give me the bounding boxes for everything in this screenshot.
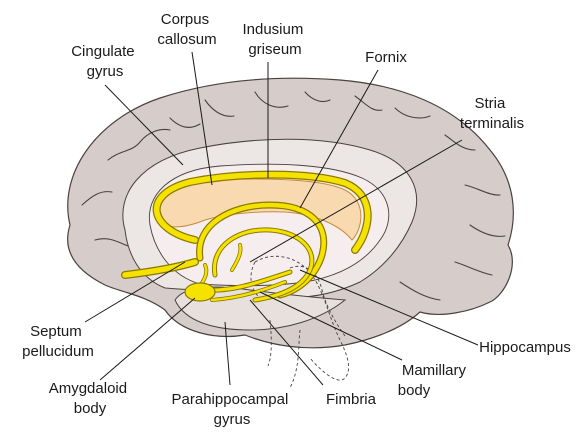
label-hippocampus: Hippocampus [479,339,571,356]
label-amygdaloid-body-line2: body [74,400,107,417]
amygdaloid-body-shape [185,283,215,301]
label-septum-pellucidum: Septum pellucidum [22,323,94,360]
label-corpus-callosum: Corpus callosum [157,11,216,48]
label-corpus-callosum-line1: Corpus [161,11,209,28]
label-cingulate-gyrus-line2: gyrus [87,63,124,80]
label-cingulate-gyrus: Cingulate gyrus [71,43,139,80]
label-mamillary-body-line1: Mamillary [402,362,467,379]
label-stria-terminalis-line1: Stria [474,95,506,112]
label-fornix: Fornix [365,49,407,66]
label-indusium-griseum-line2: griseum [248,41,301,58]
label-mamillary-body: Mamillary body [398,362,470,399]
label-fornix-line1: Fornix [365,49,407,66]
label-indusium-griseum: Indusium griseum [242,21,307,58]
label-mamillary-body-line2: body [398,382,431,399]
label-fimbria: Fimbria [326,391,377,408]
label-septum-pellucidum-line2: pellucidum [22,343,94,360]
label-fimbria-line1: Fimbria [326,391,377,408]
label-corpus-callosum-line2: callosum [157,31,216,48]
label-amygdaloid-body: Amygdaloid body [49,380,132,417]
label-amygdaloid-body-line1: Amygdaloid [49,380,127,397]
label-parahippocampal-gyrus-line1: Parahippocampal [172,391,289,408]
label-cingulate-gyrus-line1: Cingulate [71,43,134,60]
label-indusium-griseum-line1: Indusium [242,21,303,38]
label-hippocampus-line1: Hippocampus [479,339,571,356]
label-stria-terminalis-line2: terminalis [460,115,524,132]
label-stria-terminalis: Stria terminalis [460,95,524,132]
label-parahippocampal-gyrus-line2: gyrus [214,411,251,428]
label-septum-pellucidum-line1: Septum [30,323,82,340]
label-parahippocampal-gyrus: Parahippocampal gyrus [172,391,293,428]
